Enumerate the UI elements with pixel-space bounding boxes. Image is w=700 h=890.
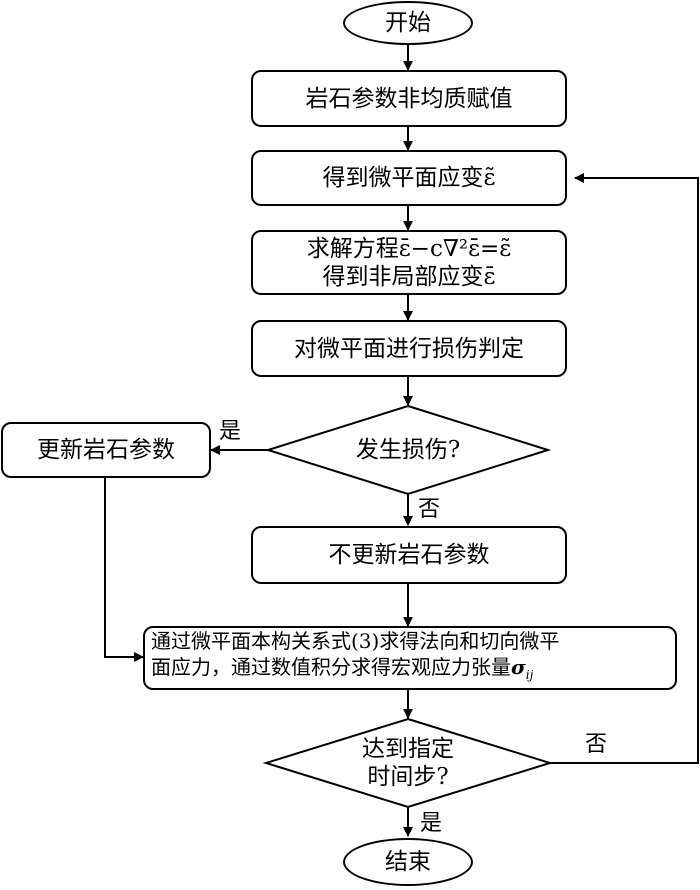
- step-keep-parameters-label: 不更新岩石参数: [328, 542, 490, 568]
- start-node: 开始: [343, 1, 473, 45]
- start-label: 开始: [385, 10, 431, 36]
- step-update-parameters-label: 更新岩石参数: [37, 437, 175, 463]
- decision-timestep-line1: 达到指定: [362, 736, 454, 762]
- step-damage-judgement: 对微平面进行损伤判定: [251, 320, 567, 377]
- stress-tensor-subscript: ij: [525, 668, 534, 682]
- yes-label-damage: 是: [219, 419, 242, 444]
- decision-damage-label: 发生损伤?: [355, 437, 461, 463]
- end-node: 结束: [343, 838, 473, 886]
- step-solve-equation-line2: 得到非局部应变ε̄: [322, 263, 496, 290]
- arrow-decision2-loop: [550, 173, 699, 764]
- step-microplane-strain: 得到微平面应变ε̃: [251, 150, 567, 206]
- step-assign-parameters-label: 岩石参数非均质赋值: [305, 85, 513, 112]
- step-compute-stress: 通过微平面本构关系式(3)求得法向和切向微平 面应力，通过数值积分求得宏观应力张…: [143, 626, 677, 690]
- decision-timestep-line2: 时间步?: [367, 764, 449, 790]
- arrow-update-step6: [104, 478, 144, 662]
- step-solve-equation: 求解方程ε̄−c∇²ε̄=ε̃ 得到非局部应变ε̄: [251, 230, 567, 295]
- step-keep-parameters: 不更新岩石参数: [251, 526, 567, 584]
- decision2-shape: [262, 717, 554, 809]
- stress-tensor-symbol: σ: [511, 655, 526, 679]
- yes-label-timestep: 是: [420, 811, 443, 836]
- end-label: 结束: [385, 849, 431, 875]
- step-compute-stress-line2: 面应力，通过数值积分求得宏观应力张量: [151, 655, 511, 679]
- step-compute-stress-line1: 通过微平面本构关系式(3)求得法向和切向微平: [151, 629, 560, 653]
- no-label-timestep: 否: [585, 732, 608, 757]
- step-solve-equation-line1: 求解方程ε̄−c∇²ε̄=ε̃: [306, 235, 512, 262]
- step-microplane-strain-label: 得到微平面应变ε̃: [322, 165, 496, 191]
- decision-timestep-label: 达到指定 时间步?: [318, 735, 498, 791]
- no-label-damage: 否: [418, 497, 441, 522]
- decision1-shape: [264, 404, 552, 496]
- step-assign-parameters: 岩石参数非均质赋值: [251, 70, 567, 127]
- step-update-parameters: 更新岩石参数: [1, 422, 211, 478]
- step-damage-judgement-label: 对微平面进行损伤判定: [294, 335, 524, 362]
